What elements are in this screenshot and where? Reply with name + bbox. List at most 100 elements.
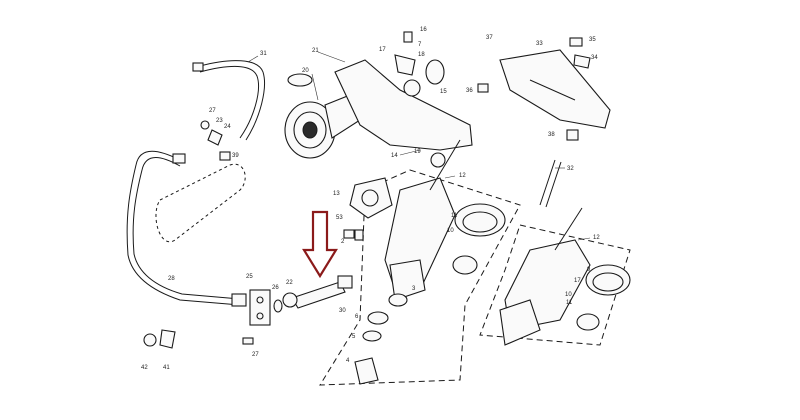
callout-20: 20 bbox=[302, 68, 309, 74]
union-28 bbox=[282, 292, 298, 308]
callout-16: 16 bbox=[420, 27, 427, 33]
callout-36: 36 bbox=[466, 88, 473, 94]
callout-11-left: 11 bbox=[451, 213, 458, 219]
clip-39 bbox=[219, 151, 231, 161]
callout-15: 15 bbox=[440, 89, 447, 95]
leader-31 bbox=[247, 55, 259, 63]
callout-42: 42 bbox=[141, 365, 148, 371]
pipe-union-right bbox=[231, 293, 247, 307]
washer-26 bbox=[273, 299, 283, 313]
top-hose-inner bbox=[199, 65, 259, 139]
callout-35: 35 bbox=[589, 37, 596, 43]
bolt-27 bbox=[242, 337, 254, 345]
callout-2: 2 bbox=[341, 239, 345, 245]
reservoir-right-inner bbox=[592, 272, 624, 292]
hose-end-fitting bbox=[337, 275, 353, 289]
pushrod-right bbox=[554, 207, 583, 251]
callout-53: 53 bbox=[336, 215, 343, 221]
bracket-nut-38 bbox=[566, 129, 579, 141]
seal-6 bbox=[362, 330, 382, 342]
bracket-25-hole-b bbox=[256, 312, 264, 320]
pushrod-32 bbox=[539, 159, 556, 206]
callout-14: 14 bbox=[391, 153, 398, 159]
callout-11-right: 11 bbox=[566, 300, 573, 306]
callout-10-right: 10 bbox=[565, 292, 572, 298]
callout-13: 13 bbox=[333, 191, 340, 197]
clip-41 bbox=[159, 329, 176, 349]
bracket-clip-34 bbox=[573, 54, 591, 69]
callout-9: 9 bbox=[587, 267, 591, 273]
long-pipe-inner bbox=[132, 157, 241, 300]
left-cylinder-group-outline bbox=[319, 169, 521, 386]
plunger-4 bbox=[354, 357, 379, 385]
callout-12-right: 12 bbox=[593, 235, 600, 241]
callout-21: 21 bbox=[312, 48, 319, 54]
bearing-collar bbox=[287, 73, 313, 87]
bolt-53 bbox=[343, 229, 355, 239]
fork-ball bbox=[430, 152, 446, 168]
callout-32: 32 bbox=[567, 166, 574, 172]
leader-20 bbox=[311, 73, 319, 101]
bracket-nut-36 bbox=[477, 83, 489, 93]
spring-3 bbox=[388, 293, 408, 307]
callout-19: 19 bbox=[414, 149, 421, 155]
bracket-25 bbox=[249, 289, 271, 326]
hose-30 bbox=[291, 281, 346, 309]
callout-17-right: 17 bbox=[574, 278, 581, 284]
clip-24 bbox=[207, 129, 223, 146]
fork-spring-clip bbox=[394, 54, 416, 76]
callout-27-top: 27 bbox=[209, 108, 216, 114]
callout-30: 30 bbox=[339, 308, 346, 314]
callout-10-left: 10 bbox=[447, 228, 454, 234]
nut-42 bbox=[143, 333, 157, 347]
callout-24: 24 bbox=[224, 124, 231, 130]
callout-3: 3 bbox=[412, 286, 416, 292]
callout-27-bottom: 27 bbox=[252, 352, 259, 358]
callout-22: 22 bbox=[286, 280, 293, 286]
callout-34: 34 bbox=[591, 55, 598, 61]
bracket-25-hole bbox=[256, 296, 264, 304]
seal-5 bbox=[367, 311, 389, 325]
gasket-hole bbox=[361, 189, 379, 207]
callout-7: 7 bbox=[418, 42, 422, 48]
piston-assembly bbox=[389, 259, 426, 301]
callout-39: 39 bbox=[232, 153, 239, 159]
release-fork bbox=[334, 59, 473, 151]
clip-23 bbox=[200, 120, 210, 130]
bracket-bolt-35 bbox=[569, 37, 583, 47]
leader-12b bbox=[577, 237, 591, 241]
release-bearing-hole bbox=[302, 121, 318, 139]
callout-12-left: 12 bbox=[459, 173, 466, 179]
callout-26: 26 bbox=[272, 285, 279, 291]
right-cylinder-group-outline bbox=[479, 224, 631, 346]
leader-12a bbox=[444, 175, 456, 179]
reservoir-cap-right bbox=[576, 313, 600, 331]
pipe-union-left bbox=[172, 153, 186, 164]
pushrod-32-b bbox=[545, 161, 562, 208]
callout-37: 37 bbox=[486, 35, 493, 41]
callout-5: 5 bbox=[352, 334, 356, 340]
callout-17-top: 17 bbox=[379, 47, 386, 53]
callout-38: 38 bbox=[548, 132, 555, 138]
callout-31: 31 bbox=[260, 51, 267, 57]
slave-cylinder-ghost bbox=[155, 163, 246, 243]
reservoir-left-inner bbox=[462, 211, 498, 233]
down-arrow-icon bbox=[302, 210, 338, 279]
reservoir-cap-left bbox=[452, 255, 478, 275]
cylinder-body-right bbox=[499, 299, 541, 346]
bolt-16 bbox=[403, 31, 413, 43]
callout-4: 4 bbox=[346, 358, 350, 364]
pedal-bracket bbox=[499, 49, 611, 129]
bolt-9 bbox=[354, 229, 364, 241]
callout-6: 6 bbox=[355, 314, 359, 320]
pushrod-left bbox=[429, 139, 461, 191]
callout-25: 25 bbox=[246, 274, 253, 280]
callout-23: 23 bbox=[216, 118, 223, 124]
leader-14 bbox=[399, 149, 421, 156]
callout-18: 18 bbox=[418, 52, 425, 58]
top-hose bbox=[199, 60, 265, 141]
long-pipe bbox=[126, 150, 241, 306]
top-hose-end bbox=[192, 62, 204, 72]
